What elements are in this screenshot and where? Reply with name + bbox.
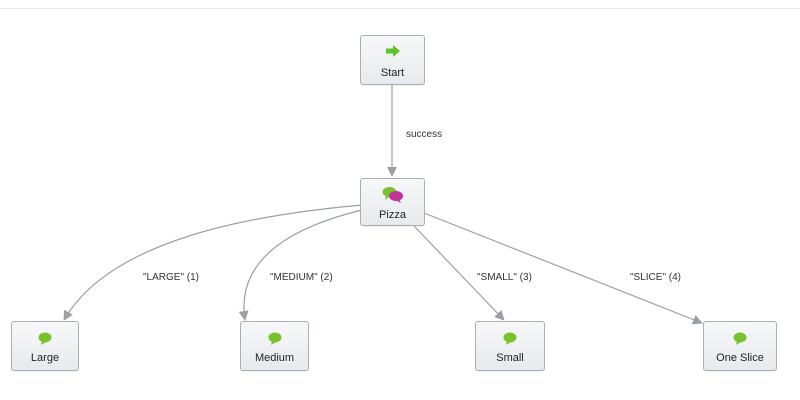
start-node[interactable]: Start <box>360 35 425 85</box>
edge-label-large: "LARGE" (1) <box>143 272 200 283</box>
one-slice-node[interactable]: One Slice <box>703 321 777 371</box>
start-label: Start <box>380 67 405 79</box>
small-label: Small <box>496 352 524 364</box>
medium-node[interactable]: Medium <box>240 321 309 371</box>
edge-label-medium: "MEDIUM" (2) <box>270 272 333 283</box>
chat-bubbles-icon <box>382 187 403 203</box>
large-label: Large <box>30 352 60 364</box>
pizza-label: Pizza <box>379 209 406 221</box>
speech-bubble-icon <box>503 332 517 345</box>
speech-bubble-icon <box>268 332 281 345</box>
edge-label-small: "SMALL" (3) <box>477 272 532 283</box>
edge-label-success: success <box>406 129 443 140</box>
speech-bubble-icon <box>38 332 52 345</box>
green-arrow-icon <box>385 45 400 57</box>
connector-pizza-large[interactable] <box>63 204 363 321</box>
connector-pizza-medium[interactable] <box>238 209 363 321</box>
small-node[interactable]: Small <box>475 321 545 371</box>
medium-label: Medium <box>254 352 295 364</box>
one-slice-label: One Slice <box>716 352 764 364</box>
connector-pizza-one-slice[interactable] <box>423 212 703 325</box>
speech-bubble-icon <box>733 332 747 345</box>
large-node[interactable]: Large <box>11 321 79 371</box>
connector-pizza-small[interactable] <box>413 225 505 321</box>
edge-label-slice: "SLICE" (4) <box>630 272 682 283</box>
top-divider <box>0 8 800 9</box>
pizza-node[interactable]: Pizza <box>360 178 425 226</box>
